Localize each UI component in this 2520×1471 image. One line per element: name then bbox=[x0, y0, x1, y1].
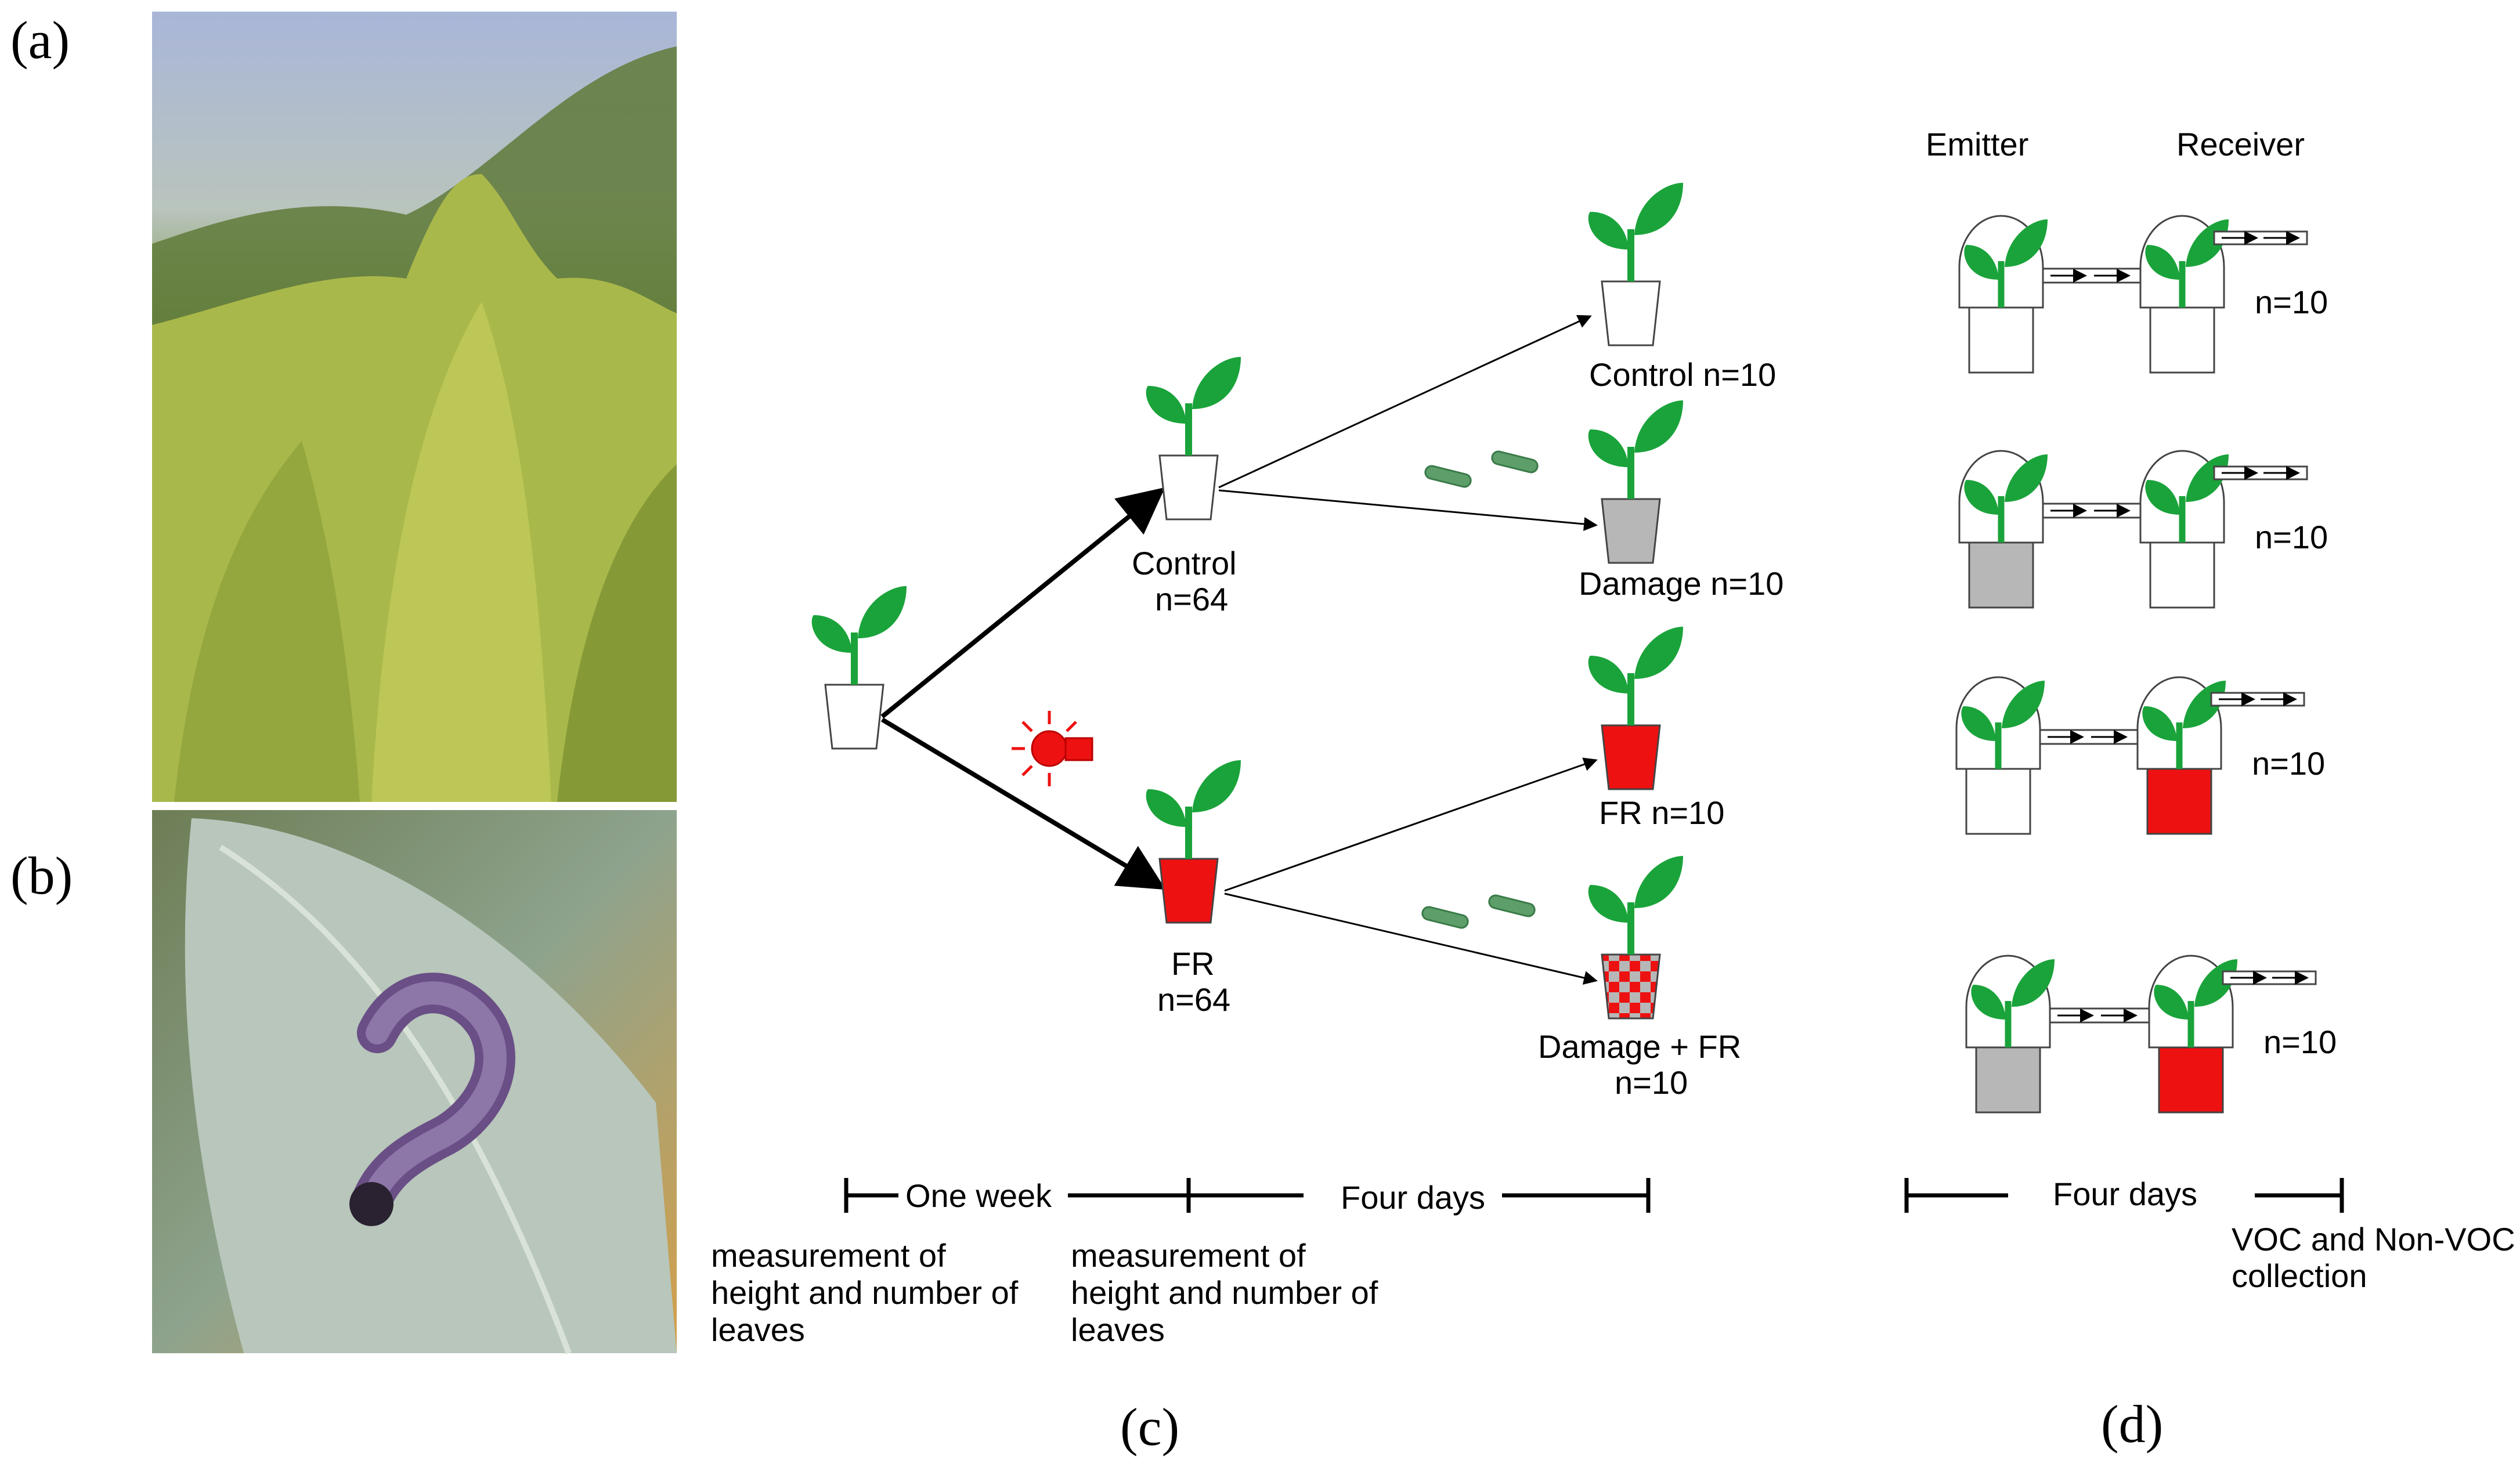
measurement-1-line-1: measurement of bbox=[711, 1237, 946, 1274]
row-n-label: n=10 bbox=[2255, 519, 2328, 555]
emitter-pot-icon bbox=[1955, 676, 2045, 835]
row-n-label: n=10 bbox=[2255, 284, 2328, 320]
panel-d-diagram: Emitter Receiver n=10 n=10 n=10 n=10 Four d… bbox=[1904, 126, 2515, 1294]
outlet-tube-icon bbox=[2210, 692, 2305, 707]
timeline-four-days-label: Four days bbox=[1341, 1179, 1485, 1216]
outlet-tube-icon bbox=[2213, 465, 2308, 480]
panel-label-d: (d) bbox=[2101, 1394, 2163, 1454]
outcome-fr-label: FR n=10 bbox=[1599, 794, 1724, 831]
timeline-c bbox=[844, 1178, 1651, 1213]
goldenrod-field-photo bbox=[152, 12, 677, 802]
panel-label-b: (b) bbox=[10, 846, 73, 905]
outcome-control-plant-icon bbox=[1588, 183, 1683, 346]
panel-label-a: (a) bbox=[10, 10, 70, 70]
start-plant-icon bbox=[811, 586, 907, 750]
far-red-lamp-icon bbox=[1012, 711, 1093, 786]
caterpillar-icon bbox=[1424, 450, 1539, 488]
outcome-fr-plant-icon bbox=[1588, 627, 1683, 790]
timeline-d-four-days-label: Four days bbox=[2053, 1176, 2197, 1212]
outcome-damage-fr-n: n=10 bbox=[1615, 1064, 1688, 1101]
receiver-pot-icon bbox=[2148, 955, 2237, 1114]
measurement-2-line-1: measurement of bbox=[1071, 1237, 1306, 1274]
control-group-n: n=64 bbox=[1155, 581, 1228, 617]
control-group-label: Control bbox=[1132, 545, 1237, 581]
row-n-label: n=10 bbox=[2263, 1024, 2337, 1060]
control-plant-icon bbox=[1146, 357, 1241, 521]
outcome-damage-fr-plant-icon bbox=[1588, 856, 1683, 1020]
measurement-2-line-3: leaves bbox=[1071, 1311, 1165, 1348]
emitter-pot-icon bbox=[1965, 955, 2055, 1114]
timeline-one-week-label: One week bbox=[905, 1177, 1052, 1214]
caterpillar-icon bbox=[1421, 894, 1536, 929]
collection-line-2: collection bbox=[2232, 1257, 2367, 1294]
measurement-1-line-3: leaves bbox=[711, 1311, 805, 1348]
measurement-1-line-2: height and number of bbox=[711, 1274, 1019, 1311]
emitter-receiver-row: n=10 bbox=[1958, 215, 2328, 374]
arrow-to-outcome-control bbox=[1218, 315, 1592, 489]
outcome-damage-label: Damage n=10 bbox=[1579, 565, 1784, 602]
emitter-receiver-row: n=10 bbox=[1965, 955, 2337, 1114]
arrow-to-outcome-fr bbox=[1224, 757, 1598, 892]
outcome-damage-fr-label: Damage + FR bbox=[1538, 1028, 1741, 1065]
arrow-to-outcome-damage-fr bbox=[1224, 892, 1598, 985]
fr-plant-icon bbox=[1146, 760, 1241, 924]
emitter-receiver-row: n=10 bbox=[1955, 676, 2325, 835]
receiver-header: Receiver bbox=[2176, 126, 2305, 162]
collection-line-1: VOC and Non-VOC bbox=[2232, 1221, 2515, 1257]
outcome-damage-plant-icon bbox=[1588, 400, 1683, 564]
arrow-to-control bbox=[880, 487, 1165, 719]
outlet-tube-icon bbox=[2213, 230, 2308, 245]
row-n-label: n=10 bbox=[2252, 745, 2325, 782]
panel-label-c: (c) bbox=[1120, 1397, 1179, 1456]
outlet-tube-icon bbox=[2222, 970, 2317, 985]
emitter-receiver-row: n=10 bbox=[1958, 450, 2328, 609]
emitter-header: Emitter bbox=[1926, 126, 2028, 162]
outcome-control-label: Control n=10 bbox=[1589, 356, 1776, 393]
fr-group-n: n=64 bbox=[1157, 981, 1230, 1018]
measurement-2-line-2: height and number of bbox=[1071, 1274, 1378, 1311]
panel-c-diagram: Control n=64 FR n=64 Control n=10 Damage… bbox=[711, 183, 1784, 1348]
caterpillar-on-leaf-photo bbox=[152, 810, 677, 1354]
timeline-d bbox=[1904, 1178, 2344, 1213]
fr-group-label: FR bbox=[1171, 945, 1215, 982]
emitter-pot-icon bbox=[1958, 215, 2048, 374]
arrow-to-fr bbox=[880, 717, 1166, 890]
emitter-pot-icon bbox=[1958, 450, 2048, 609]
arrow-to-outcome-damage bbox=[1218, 489, 1598, 532]
